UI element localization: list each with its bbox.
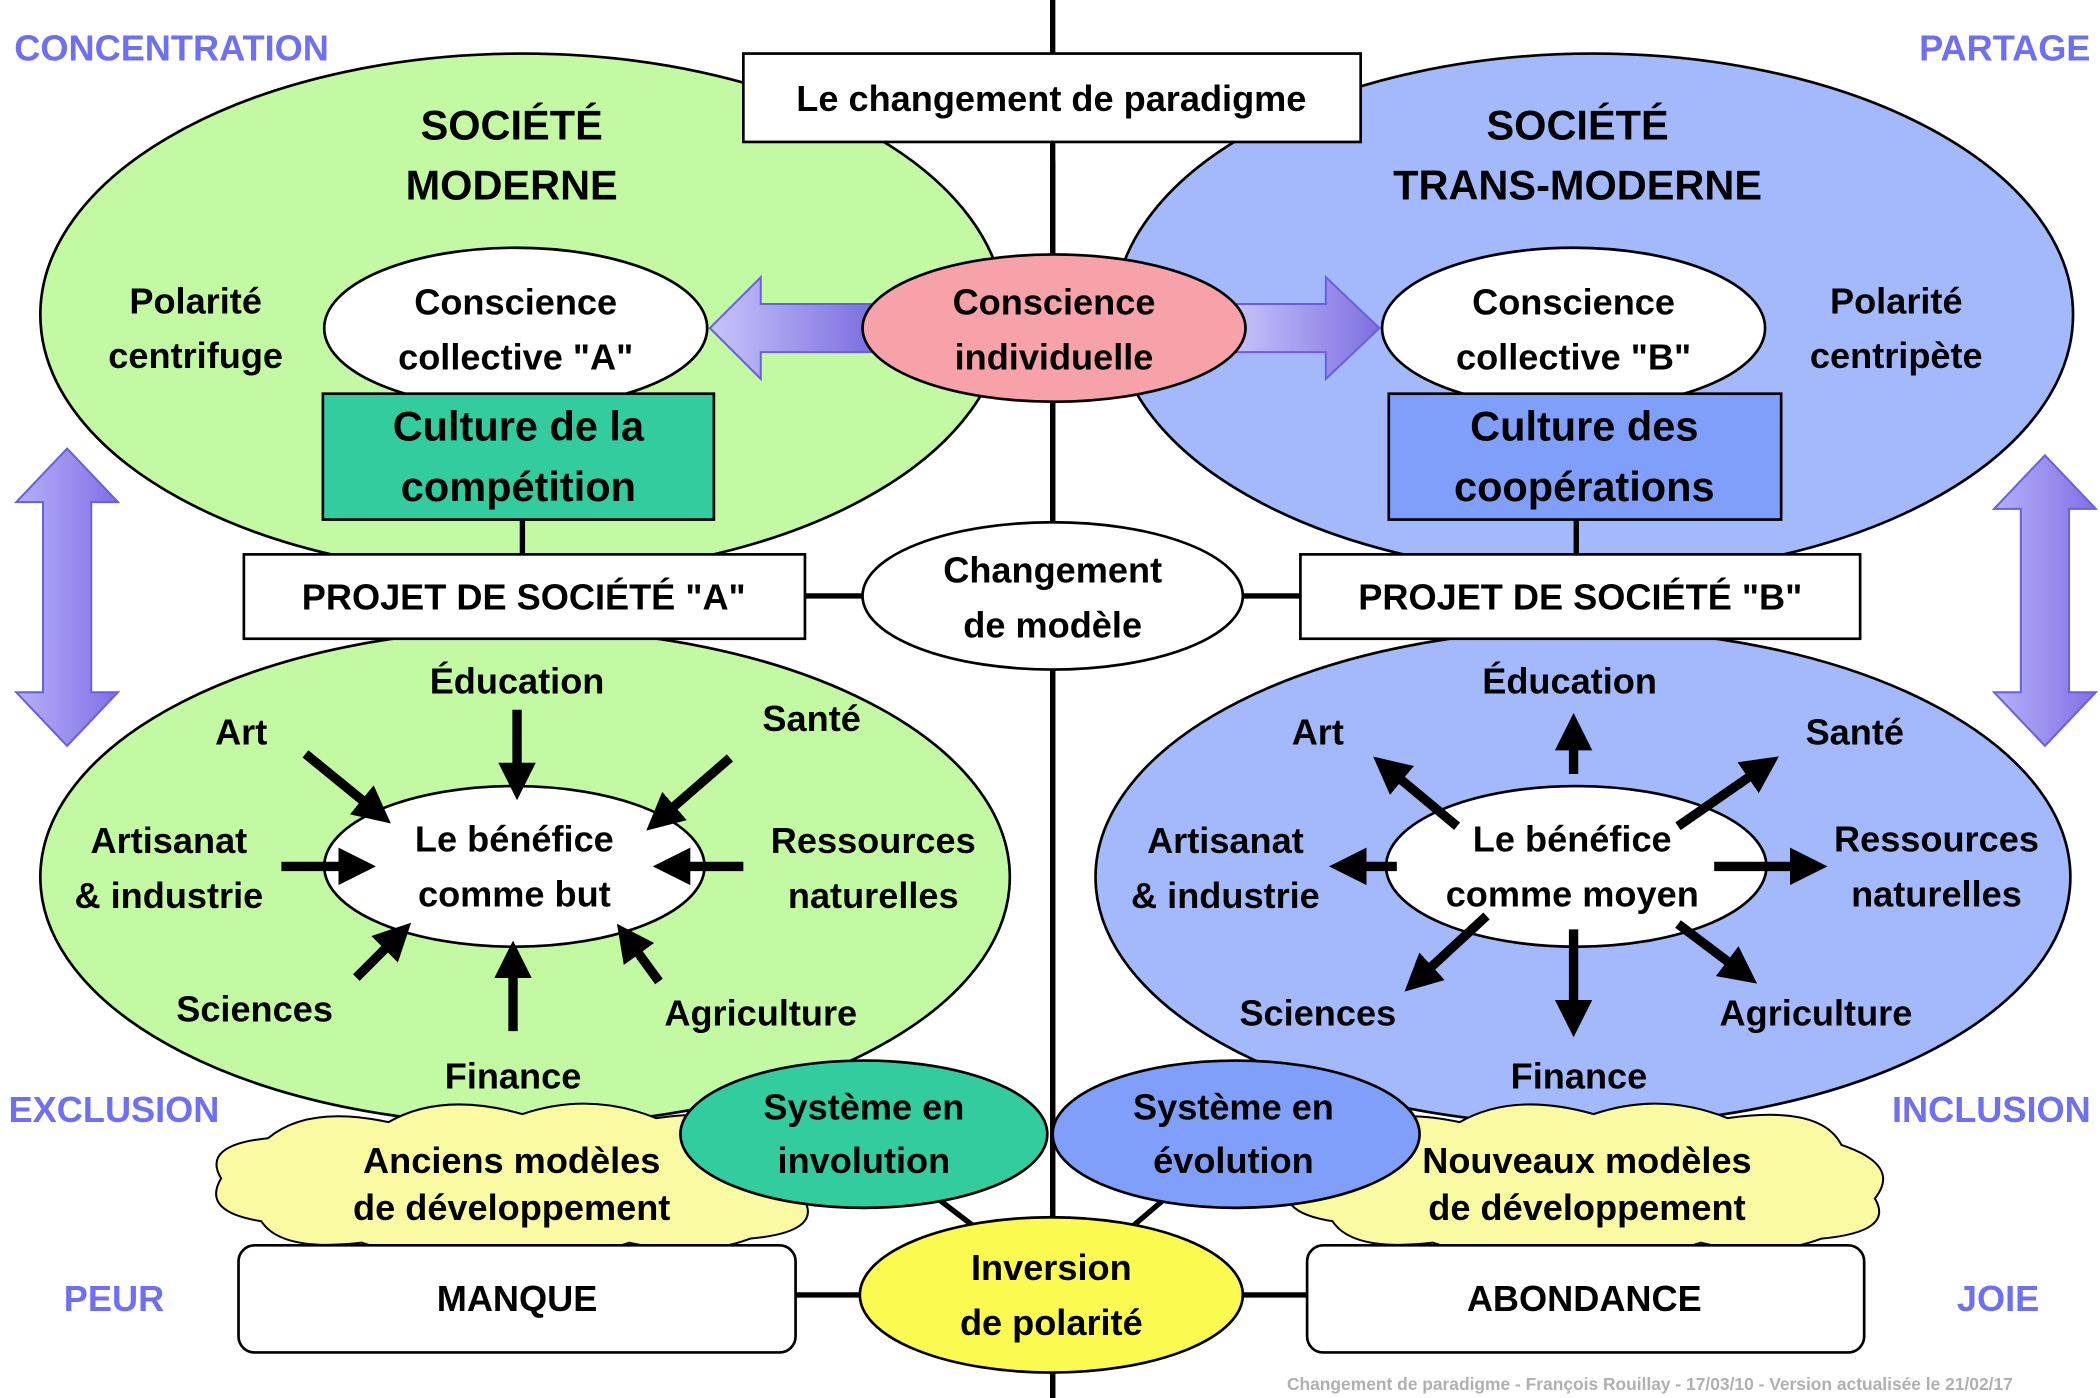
project-a-box — [242, 553, 807, 641]
abondance-box — [1305, 1244, 1866, 1354]
system-b-line2: évolution — [1153, 1140, 1314, 1181]
sector-a-art: Art — [215, 712, 267, 753]
old-models-cloud — [215, 1102, 813, 1256]
new-models-cloud — [1286, 1102, 1885, 1256]
collective-b-ellipse — [1380, 246, 1767, 410]
footer-credit: Changement de paradigme - François Rouil… — [1287, 1374, 2013, 1394]
sector-b-agriculture: Agriculture — [1720, 993, 1913, 1034]
polarity-a-line1: Polarité — [129, 280, 262, 321]
project-b-label: PROJET DE SOCIÉTÉ "B" — [1358, 576, 1802, 617]
polarity-inversion-ellipse — [858, 1215, 1245, 1374]
system-b-line1: Système en — [1133, 1086, 1334, 1127]
individual-line1: Conscience — [953, 282, 1156, 323]
individual-line2: individuelle — [955, 337, 1154, 378]
sector-b-art: Art — [1292, 712, 1344, 753]
polarity-a-line2: centrifuge — [108, 335, 283, 376]
label-concentration: CONCENTRATION — [14, 27, 329, 68]
manque-box — [237, 1244, 797, 1354]
sector-a-education: Éducation — [430, 661, 605, 702]
benefit-goal-center — [322, 784, 706, 949]
sector-b-sciences: Sciences — [1239, 993, 1396, 1034]
double-arrow-right-icon — [1991, 453, 2099, 748]
sector-b-education: Éducation — [1482, 661, 1657, 702]
model-change-line1: Changement — [943, 550, 1162, 591]
outward-arrows — [1329, 712, 1828, 1038]
sector-a-sante: Santé — [762, 698, 860, 739]
society-a-line1: SOCIÉTÉ — [421, 101, 603, 148]
arrow-left-icon — [708, 274, 872, 382]
title-box — [742, 52, 1363, 144]
sector-b-artisanat-line1: Artisanat — [1147, 820, 1304, 861]
old-models-line1: Anciens modèles — [363, 1140, 660, 1181]
collective-b-line1: Conscience — [1472, 282, 1675, 323]
sector-b-sante: Santé — [1806, 712, 1904, 753]
involution-system-ellipse — [679, 1059, 1049, 1210]
label-peur: PEUR — [64, 1278, 164, 1319]
sector-a-agriculture: Agriculture — [664, 993, 857, 1034]
collective-a-line2: collective "A" — [398, 337, 633, 378]
label-inclusion: INCLUSION — [1892, 1089, 2091, 1130]
system-a-line2: involution — [778, 1140, 951, 1181]
label-exclusion: EXCLUSION — [9, 1089, 220, 1130]
sector-a-artisanat-line2: & industrie — [75, 875, 264, 916]
sector-a-ressources-line2: naturelles — [788, 875, 959, 916]
sector-a-sciences: Sciences — [176, 989, 333, 1030]
evolution-system-ellipse — [1051, 1059, 1421, 1210]
project-a-label: PROJET DE SOCIÉTÉ "A" — [302, 576, 746, 617]
label-joie: JOIE — [1957, 1278, 2039, 1319]
new-models-line1: Nouveaux modèles — [1422, 1140, 1751, 1181]
new-models-line2: de développement — [1428, 1187, 1745, 1228]
collective-a-ellipse — [322, 246, 709, 410]
sector-b-ressources-line2: naturelles — [1851, 874, 2022, 915]
sector-b-finance: Finance — [1511, 1056, 1648, 1097]
old-models-line2: de développement — [353, 1187, 670, 1228]
page-title: Le changement de paradigme — [796, 78, 1306, 119]
sector-a-finance: Finance — [445, 1056, 582, 1097]
sector-b-ressources-line1: Ressources — [1834, 819, 2039, 860]
sector-b-artisanat-line2: & industrie — [1131, 875, 1320, 916]
double-arrow-left-icon — [13, 447, 121, 748]
label-partage: PARTAGE — [1919, 27, 2090, 68]
arrow-right-icon — [1231, 274, 1381, 382]
polarity-b-line2: centripète — [1810, 335, 1983, 376]
manque-label: MANQUE — [437, 1278, 598, 1319]
inversion-line2: de polarité — [960, 1302, 1143, 1343]
culture-a-line2: compétition — [401, 463, 636, 510]
culture-cooperation-box — [1387, 392, 1783, 521]
collective-b-line2: collective "B" — [1456, 337, 1691, 378]
society-a-line2: MODERNE — [406, 162, 618, 209]
abondance-label: ABONDANCE — [1467, 1278, 1702, 1319]
individual-consciousness-ellipse — [861, 253, 1247, 404]
culture-competition-box — [321, 392, 716, 521]
benefit-b-line2: comme moyen — [1446, 874, 1699, 915]
sector-a-artisanat-line1: Artisanat — [91, 820, 248, 861]
society-b-line1: SOCIÉTÉ — [1487, 101, 1669, 148]
culture-b-line1: Culture des — [1470, 403, 1698, 450]
system-a-line1: Système en — [763, 1086, 964, 1127]
collective-a-line1: Conscience — [414, 282, 617, 323]
sector-a-ressources-line1: Ressources — [771, 820, 976, 861]
society-b-line2: TRANS-MODERNE — [1393, 162, 1762, 209]
culture-b-line2: coopérations — [1454, 463, 1715, 510]
model-change-ellipse — [861, 520, 1245, 671]
polarity-b-line1: Polarité — [1830, 280, 1963, 321]
benefit-b-line1: Le bénéfice — [1473, 819, 1672, 860]
benefit-a-line2: comme but — [418, 874, 611, 915]
culture-a-line1: Culture de la — [393, 403, 645, 450]
inward-arrows — [281, 709, 744, 1032]
model-change-line2: de modèle — [963, 604, 1142, 645]
inversion-line1: Inversion — [971, 1247, 1132, 1288]
project-b-box — [1299, 553, 1862, 641]
benefit-a-line1: Le bénéfice — [415, 819, 614, 860]
